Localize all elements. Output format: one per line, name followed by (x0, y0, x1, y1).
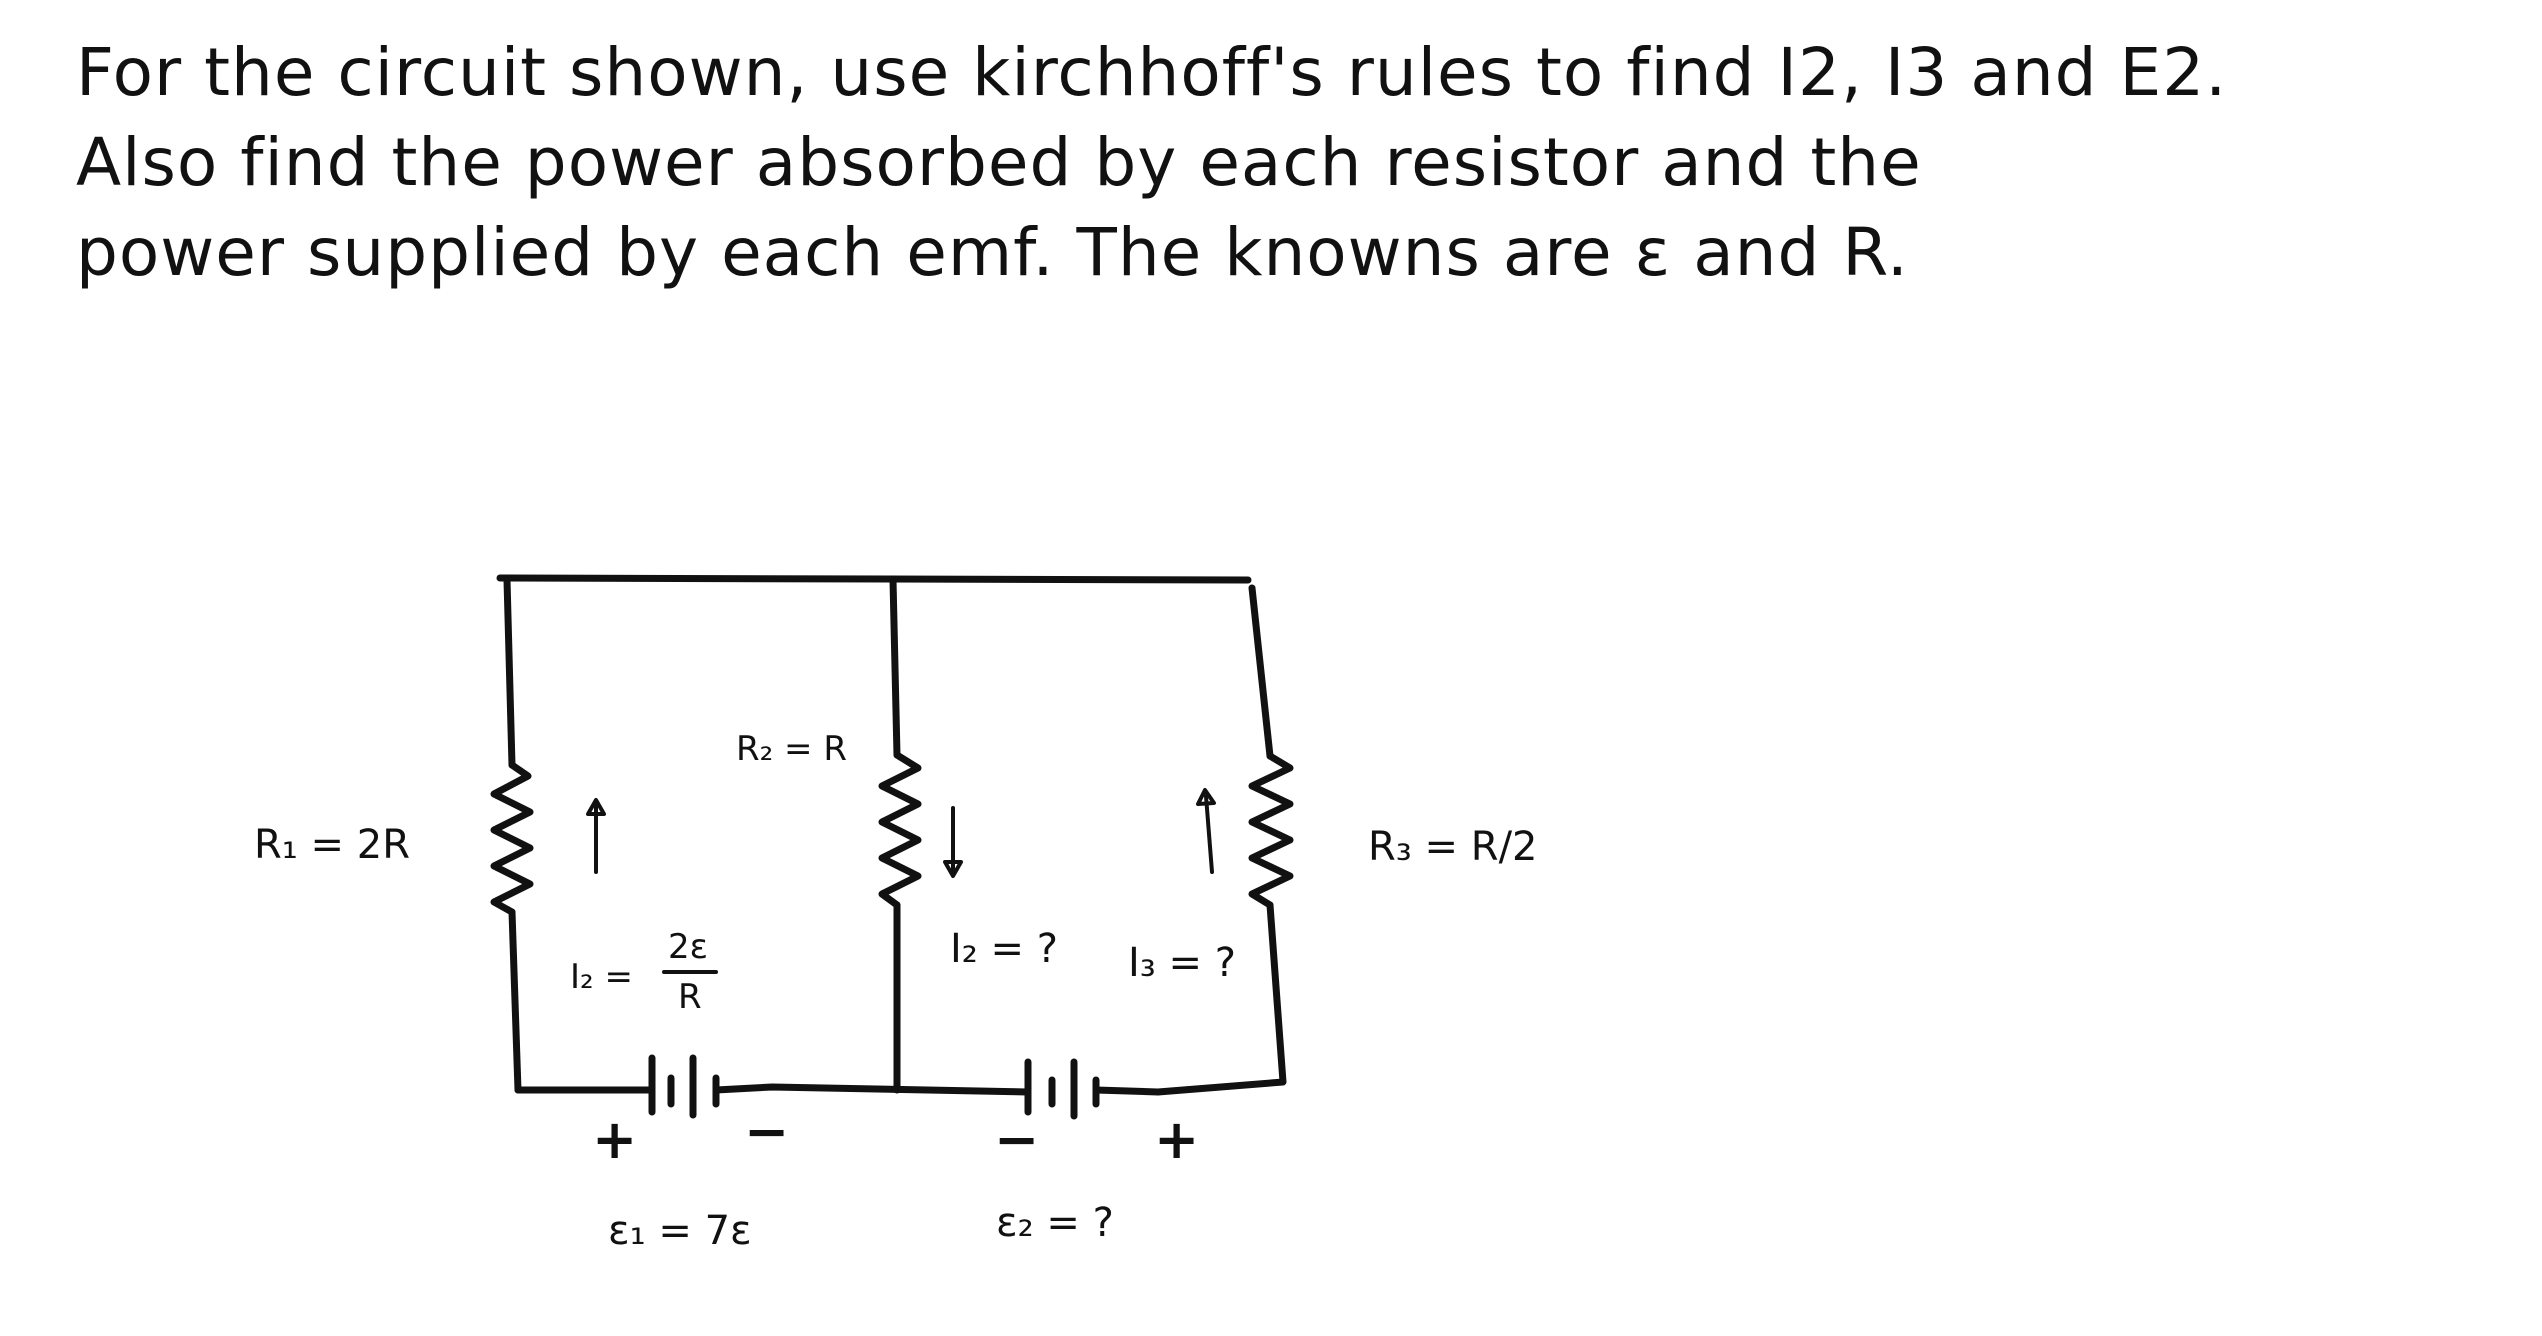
problem-line-2: Also find the power absorbed by each res… (76, 124, 1922, 201)
r3-label: R₃ = R/2 (1368, 824, 1538, 870)
battery-emf2-lead-right (1092, 1086, 1162, 1096)
battery-emf2 (1024, 1058, 1162, 1120)
problem-line-1: For the circuit shown, use kirchhoff's r… (76, 34, 2228, 111)
emf1-minus: − (744, 1100, 789, 1163)
arrow-i-left-head (586, 798, 606, 816)
arrow-i-mid-head (943, 860, 963, 878)
resistor-r2 (878, 751, 922, 909)
i-left-numerator: 2ε (668, 927, 708, 967)
arrow-i-right-head (1196, 788, 1216, 806)
emf2-minus: − (994, 1108, 1039, 1171)
left-wire-top (503, 576, 516, 769)
problem-statement: For the circuit shown, use kirchhoff's r… (76, 40, 2496, 310)
r1-label: R₁ = 2R (254, 822, 410, 868)
resistor-r3 (1248, 752, 1294, 909)
battery-emf1 (608, 1054, 1032, 1119)
battery-emf1-lead-right (712, 1083, 1032, 1096)
emf1-plus: + (592, 1108, 637, 1171)
emf2-label: ε₂ = ? (996, 1200, 1114, 1246)
right-wire-bottom (1154, 901, 1287, 1096)
i-left-denominator: R (678, 977, 702, 1017)
r2-label: R₂ = R (736, 729, 847, 769)
arrow-i-right-shaft (1204, 794, 1214, 874)
i-mid-label: I₂ = ? (950, 926, 1058, 972)
arrow-i-right (1196, 788, 1216, 874)
arrow-i-left (586, 798, 606, 874)
emf1-label: ε₁ = 7ε (608, 1208, 752, 1254)
problem-line-3: power supplied by each emf. The knowns a… (76, 214, 1909, 291)
left-wire-bottom (508, 908, 522, 1094)
i-left-label: I₂ = (570, 957, 633, 997)
i-right-label: I₃ = ? (1128, 940, 1236, 986)
resistor-r1 (490, 761, 534, 916)
emf2-plus: + (1154, 1108, 1199, 1171)
arrow-i-mid (943, 806, 963, 878)
middle-wire-top (889, 576, 901, 759)
right-wire-top (1248, 584, 1274, 760)
top-wire (496, 574, 1252, 584)
